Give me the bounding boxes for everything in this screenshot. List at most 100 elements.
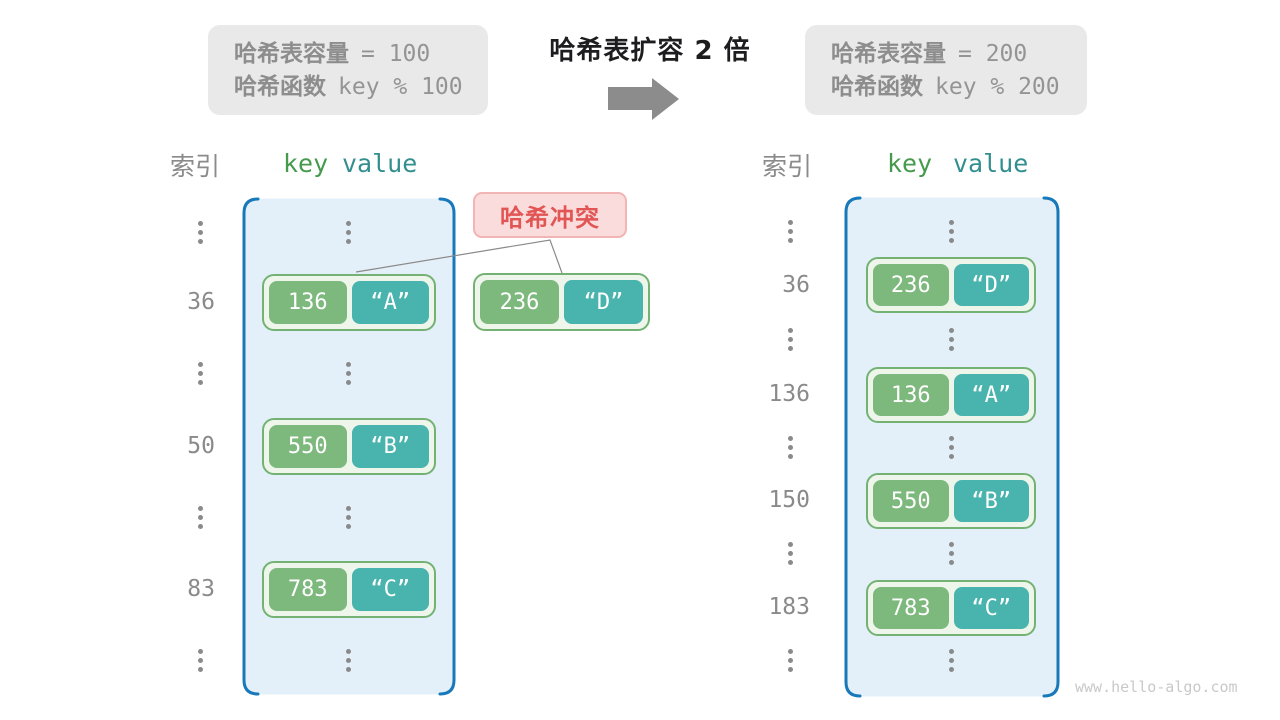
ellipsis-dots xyxy=(343,362,353,385)
pair-136-A: 136 “A” xyxy=(262,274,436,331)
dot xyxy=(197,649,203,654)
hash-function-value: key % 200 xyxy=(935,74,1060,100)
capacity-row: 哈希表容量 = 200 xyxy=(831,38,1087,71)
dot xyxy=(948,542,954,547)
dot xyxy=(197,515,203,520)
dot xyxy=(787,454,793,459)
dot xyxy=(948,436,954,441)
key-pill: 236 xyxy=(873,264,949,306)
key-pill: 136 xyxy=(873,374,949,416)
ellipsis-dots xyxy=(946,220,956,243)
dot xyxy=(787,337,793,342)
ellipsis-dots xyxy=(195,506,205,529)
pair-783-C: 783 “C” xyxy=(866,580,1036,636)
dot xyxy=(948,346,954,351)
ellipsis-dots xyxy=(343,221,353,244)
dot xyxy=(197,230,203,235)
right-header-value: value xyxy=(953,149,1029,178)
index-label: 183 xyxy=(768,594,810,620)
pair-136-A: 136 “A” xyxy=(866,367,1036,423)
ellipsis-dots xyxy=(343,506,353,529)
capacity-row: 哈希表容量 = 100 xyxy=(234,38,488,71)
dot xyxy=(345,362,351,367)
pair-236-D: 236 “D” xyxy=(866,257,1036,313)
ellipsis-dots xyxy=(785,649,795,672)
value-pill: “C” xyxy=(953,587,1029,629)
dot xyxy=(345,515,351,520)
dot xyxy=(948,649,954,654)
value-pill: “C” xyxy=(351,568,429,611)
ellipsis-dots xyxy=(195,649,205,672)
dot xyxy=(787,238,793,243)
index-label: 36 xyxy=(187,289,215,315)
dot xyxy=(345,380,351,385)
collision-callout: 哈希冲突 xyxy=(473,192,627,238)
left-header-key: key xyxy=(283,149,329,178)
dot xyxy=(948,328,954,333)
dot xyxy=(787,346,793,351)
ellipsis-dots xyxy=(785,542,795,565)
index-label: 36 xyxy=(782,272,810,298)
hash-function-label: 哈希函数 xyxy=(234,74,326,100)
dot xyxy=(345,230,351,235)
ellipsis-dots xyxy=(946,328,956,351)
hash-function-label: 哈希函数 xyxy=(831,74,923,100)
index-label: 83 xyxy=(187,576,215,602)
dot xyxy=(787,229,793,234)
capacity-info-box-right: 哈希表容量 = 200 哈希函数 key % 200 xyxy=(805,25,1087,115)
dot xyxy=(197,239,203,244)
dot xyxy=(787,328,793,333)
dot xyxy=(345,667,351,672)
dot xyxy=(197,667,203,672)
dot xyxy=(787,667,793,672)
value-pill: “D” xyxy=(953,264,1029,306)
value-pill: “A” xyxy=(351,281,429,324)
value-pill: “D” xyxy=(564,280,643,324)
dot xyxy=(787,649,793,654)
dot xyxy=(787,560,793,565)
dot xyxy=(197,380,203,385)
dot xyxy=(787,542,793,547)
ellipsis-dots xyxy=(946,436,956,459)
key-pill: 136 xyxy=(269,281,347,324)
pair-550-B: 550 “B” xyxy=(262,418,436,475)
value-pill: “A” xyxy=(953,374,1029,416)
dot xyxy=(948,220,954,225)
key-pill: 550 xyxy=(873,480,949,522)
key-pill: 783 xyxy=(873,587,949,629)
dot xyxy=(948,551,954,556)
capacity-value: = 100 xyxy=(361,41,431,67)
dot xyxy=(345,506,351,511)
dot xyxy=(948,658,954,663)
dot xyxy=(948,238,954,243)
dot xyxy=(948,445,954,450)
dot xyxy=(345,658,351,663)
value-pill: “B” xyxy=(351,425,429,468)
dot xyxy=(787,551,793,556)
dot xyxy=(345,524,351,529)
capacity-value: = 200 xyxy=(958,41,1028,67)
dot xyxy=(345,649,351,654)
dot xyxy=(345,239,351,244)
key-pill: 550 xyxy=(269,425,347,468)
pair-236-D-colliding: 236 “D” xyxy=(473,273,650,331)
index-label: 136 xyxy=(768,381,810,407)
pair-783-C: 783 “C” xyxy=(262,561,436,618)
dot xyxy=(345,221,351,226)
right-header-index: 索引 xyxy=(762,152,813,181)
capacity-label: 哈希表容量 xyxy=(831,41,946,67)
dot xyxy=(948,667,954,672)
ellipsis-dots xyxy=(785,220,795,243)
ellipsis-dots xyxy=(785,436,795,459)
dot xyxy=(948,337,954,342)
dot xyxy=(197,524,203,529)
left-header-index: 索引 xyxy=(170,152,221,181)
dot xyxy=(345,371,351,376)
capacity-label: 哈希表容量 xyxy=(234,41,349,67)
index-label: 50 xyxy=(187,433,215,459)
index-label: 150 xyxy=(768,487,810,513)
